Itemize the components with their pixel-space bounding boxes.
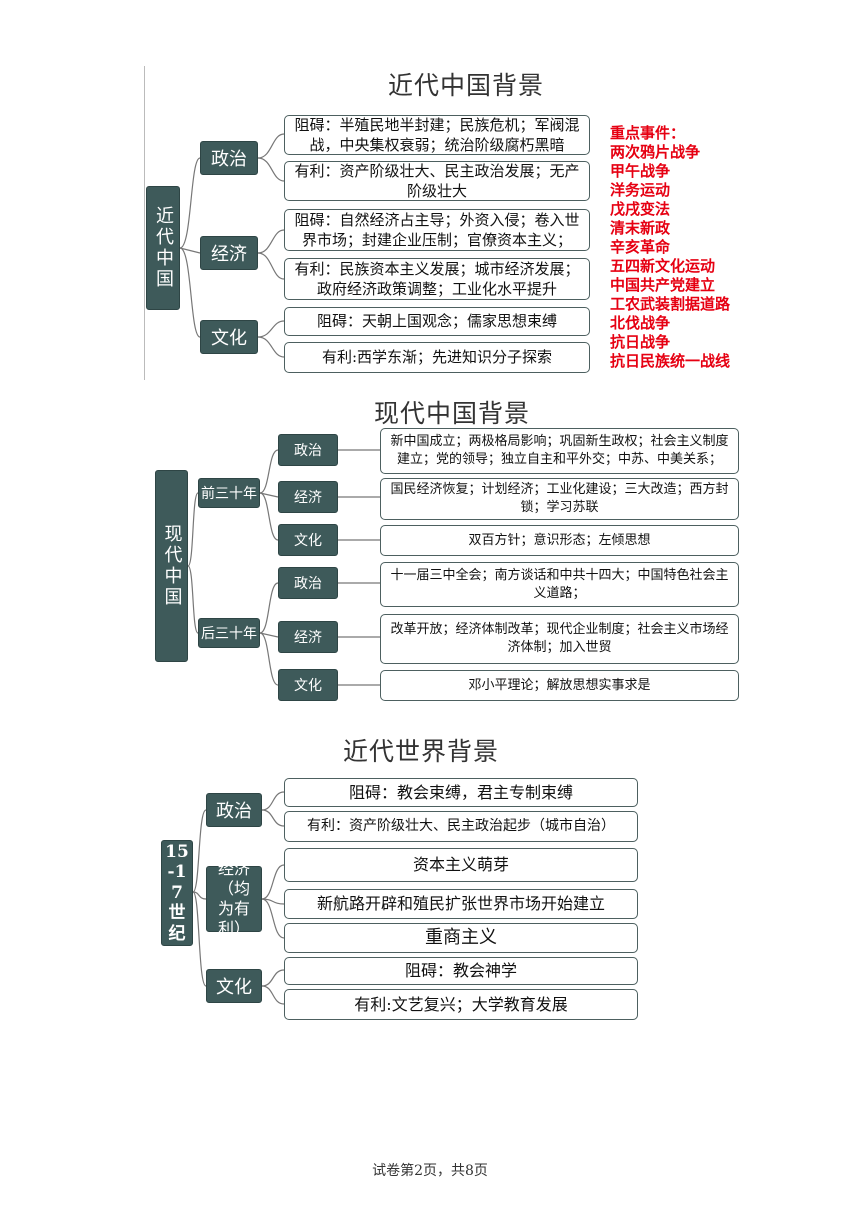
culture-favorable-box: 有利:西学东渐；先进知识分子探索 <box>284 342 590 373</box>
world-politics-obstacle-box: 阻碍：教会束缚，君主专制束缚 <box>284 778 638 807</box>
world-category-politics: 政治 <box>206 793 262 827</box>
section-title-modern-china: 近代中国背景 <box>388 71 545 100</box>
first30-economy-box: 国民经济恢复；计划经济；工业化建设；三大改造；西方封锁；学习苏联 <box>380 478 739 520</box>
event-item: 中国共产党建立 <box>610 276 716 294</box>
politics-obstacle-box: 阻碍：半殖民地半封建；民族危机；军阀混战，中央集权衰弱；统治阶级腐朽黑暗 <box>284 115 590 155</box>
last30-economy-box: 改革开放；经济体制改革；现代企业制度；社会主义市场经济体制；加入世贸 <box>380 614 739 664</box>
world-economy-item-3: 重商主义 <box>284 923 638 953</box>
culture-obstacle-box: 阻碍：天朝上国观念；儒家思想束缚 <box>284 307 590 336</box>
first30-economy-node: 经济 <box>278 481 338 513</box>
event-item: 工农武装割据道路 <box>610 295 731 313</box>
event-item: 清末新政 <box>610 219 671 237</box>
economy-obstacle-box: 阻碍：自然经济占主导；外资入侵；卷入世界市场；封建企业压制；官僚资本主义； <box>284 209 590 251</box>
last30-culture-node: 文化 <box>278 669 338 701</box>
first30-culture-box: 双百方针；意识形态；左倾思想 <box>380 525 739 556</box>
last30-politics-node: 政治 <box>278 567 338 599</box>
world-economy-item-1: 资本主义萌芽 <box>284 848 638 882</box>
event-item: 甲午战争 <box>610 162 671 180</box>
key-events-list: 重点事件： 两次鸦片战争 甲午战争 洋务运动 戊戌变法 清末新政 辛亥革命 五四… <box>610 124 730 371</box>
root-node-15-17-century: 15-17世纪 <box>161 840 193 946</box>
section-title-modern-world: 近代世界背景 <box>343 737 500 766</box>
world-category-economy: 经济（均为有利） <box>206 859 262 938</box>
left-divider-line <box>144 66 145 380</box>
last30-politics-box: 十一届三中全会；南方谈话和中共十四大；中国特色社会主义道路； <box>380 562 739 607</box>
root-node-modern-china: 近代中国 <box>146 186 180 310</box>
page-footer: 试卷第2页，共8页 <box>372 1163 488 1179</box>
event-item: 戊戌变法 <box>610 200 671 218</box>
last30-economy-node: 经济 <box>278 621 338 653</box>
economy-favorable-box: 有利：民族资本主义发展；城市经济发展；政府经济政策调整；工业化水平提升 <box>284 258 590 300</box>
event-item: 抗日战争 <box>610 333 671 351</box>
world-culture-favorable-box: 有利:文艺复兴；大学教育发展 <box>284 989 638 1020</box>
event-item: 两次鸦片战争 <box>610 143 701 161</box>
first30-culture-node: 文化 <box>278 524 338 556</box>
event-item: 北伐战争 <box>610 314 671 332</box>
category-politics: 政治 <box>200 141 258 175</box>
event-item: 抗日民族统一战线 <box>610 352 731 370</box>
last30-culture-box: 邓小平理论；解放思想实事求是 <box>380 670 739 701</box>
event-item: 五四新文化运动 <box>610 257 716 275</box>
period-first-thirty-years: 前三十年 <box>198 478 260 508</box>
root-node-contemporary-china: 现代中国 <box>155 470 188 662</box>
world-category-culture: 文化 <box>206 969 262 1003</box>
event-item: 洋务运动 <box>610 181 671 199</box>
first30-politics-node: 政治 <box>278 434 338 466</box>
section-title-contemporary-china: 现代中国背景 <box>374 399 531 428</box>
event-item: 辛亥革命 <box>610 238 671 256</box>
key-events-heading: 重点事件： <box>610 124 686 142</box>
category-culture: 文化 <box>200 320 258 354</box>
category-economy: 经济 <box>200 236 258 270</box>
period-last-thirty-years: 后三十年 <box>198 618 260 648</box>
politics-favorable-box: 有利：资产阶级壮大、民主政治发展；无产阶级壮大 <box>284 161 590 201</box>
world-politics-favorable-box: 有利：资产阶级壮大、民主政治起步（城市自治） <box>284 811 638 842</box>
world-economy-item-2: 新航路开辟和殖民扩张世界市场开始建立 <box>284 889 638 919</box>
world-culture-obstacle-box: 阻碍：教会神学 <box>284 957 638 985</box>
first30-politics-box: 新中国成立；两极格局影响；巩固新生政权；社会主义制度建立；党的领导；独立自主和平… <box>380 428 739 474</box>
